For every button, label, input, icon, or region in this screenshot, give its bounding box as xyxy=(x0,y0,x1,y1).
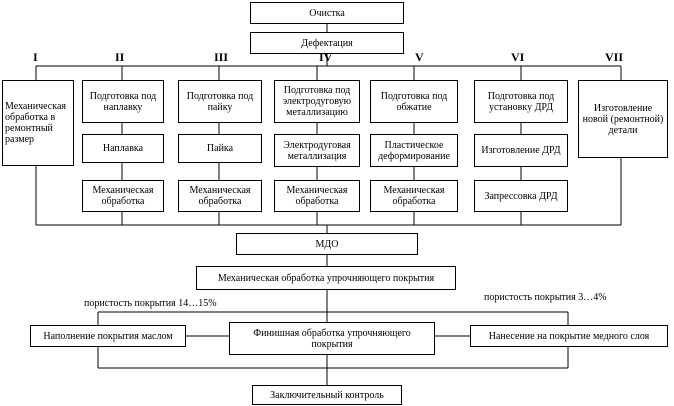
finishing-box: Финишная обработка упрочняющего покрытия xyxy=(229,322,435,355)
route-numeral-3: III xyxy=(214,50,229,64)
col4-process-box: Электродуговая металлизация xyxy=(274,134,360,167)
oil-filling-box: Наполнение покрытия маслом xyxy=(30,325,186,347)
col7-new-part-box: Изготовление новой (ремонтной) детали xyxy=(578,80,668,158)
col5-machining-box: Механическая обработка xyxy=(370,180,458,212)
col5-process-box: Пластическое деформирование xyxy=(370,134,458,167)
route-numeral-4: IV xyxy=(319,50,333,64)
col1-machining-box: Механическая обработка в ремонтный разме… xyxy=(2,80,74,166)
mdo-box: МДО xyxy=(236,233,418,255)
route-numeral-5: V xyxy=(415,50,424,64)
cleaning-box: Очистка xyxy=(250,2,404,24)
copper-layer-box: Нанесение на покрытие медного слоя xyxy=(470,325,668,347)
col2-machining-box: Механическая обработка xyxy=(82,180,164,212)
col6-press-box: Запрессовка ДРД xyxy=(474,180,568,212)
final-control-box: Заключительный контроль xyxy=(252,385,402,405)
col4-prep-box: Подготовка под электродуговую металлизац… xyxy=(274,80,360,123)
route-numeral-6: VI xyxy=(511,50,525,64)
col3-machining-box: Механическая обработка xyxy=(178,180,262,212)
col2-process-box: Наплавка xyxy=(82,134,164,163)
porosity-left-label: пористость покрытия 14…15% xyxy=(84,298,217,309)
col3-prep-box: Подготовка под пайку xyxy=(178,80,262,123)
col6-prep-box: Подготовка под установку ДРД xyxy=(474,80,568,123)
col4-machining-box: Механическая обработка xyxy=(274,180,360,212)
col6-process-box: Изготовление ДРД xyxy=(474,134,568,167)
porosity-right-label: пористость покрытия 3…4% xyxy=(484,292,607,303)
route-numeral-1: I xyxy=(33,50,38,64)
col2-prep-box: Подготовка под наплавку xyxy=(82,80,164,123)
coating-machining-box: Механическая обработка упрочняющего покр… xyxy=(196,266,456,290)
route-numeral-7: VII xyxy=(605,50,624,64)
defect-box: Дефектация xyxy=(250,32,404,54)
col3-process-box: Пайка xyxy=(178,134,262,163)
route-numeral-2: II xyxy=(115,50,125,64)
col5-prep-box: Подготовка под обжатие xyxy=(370,80,458,123)
